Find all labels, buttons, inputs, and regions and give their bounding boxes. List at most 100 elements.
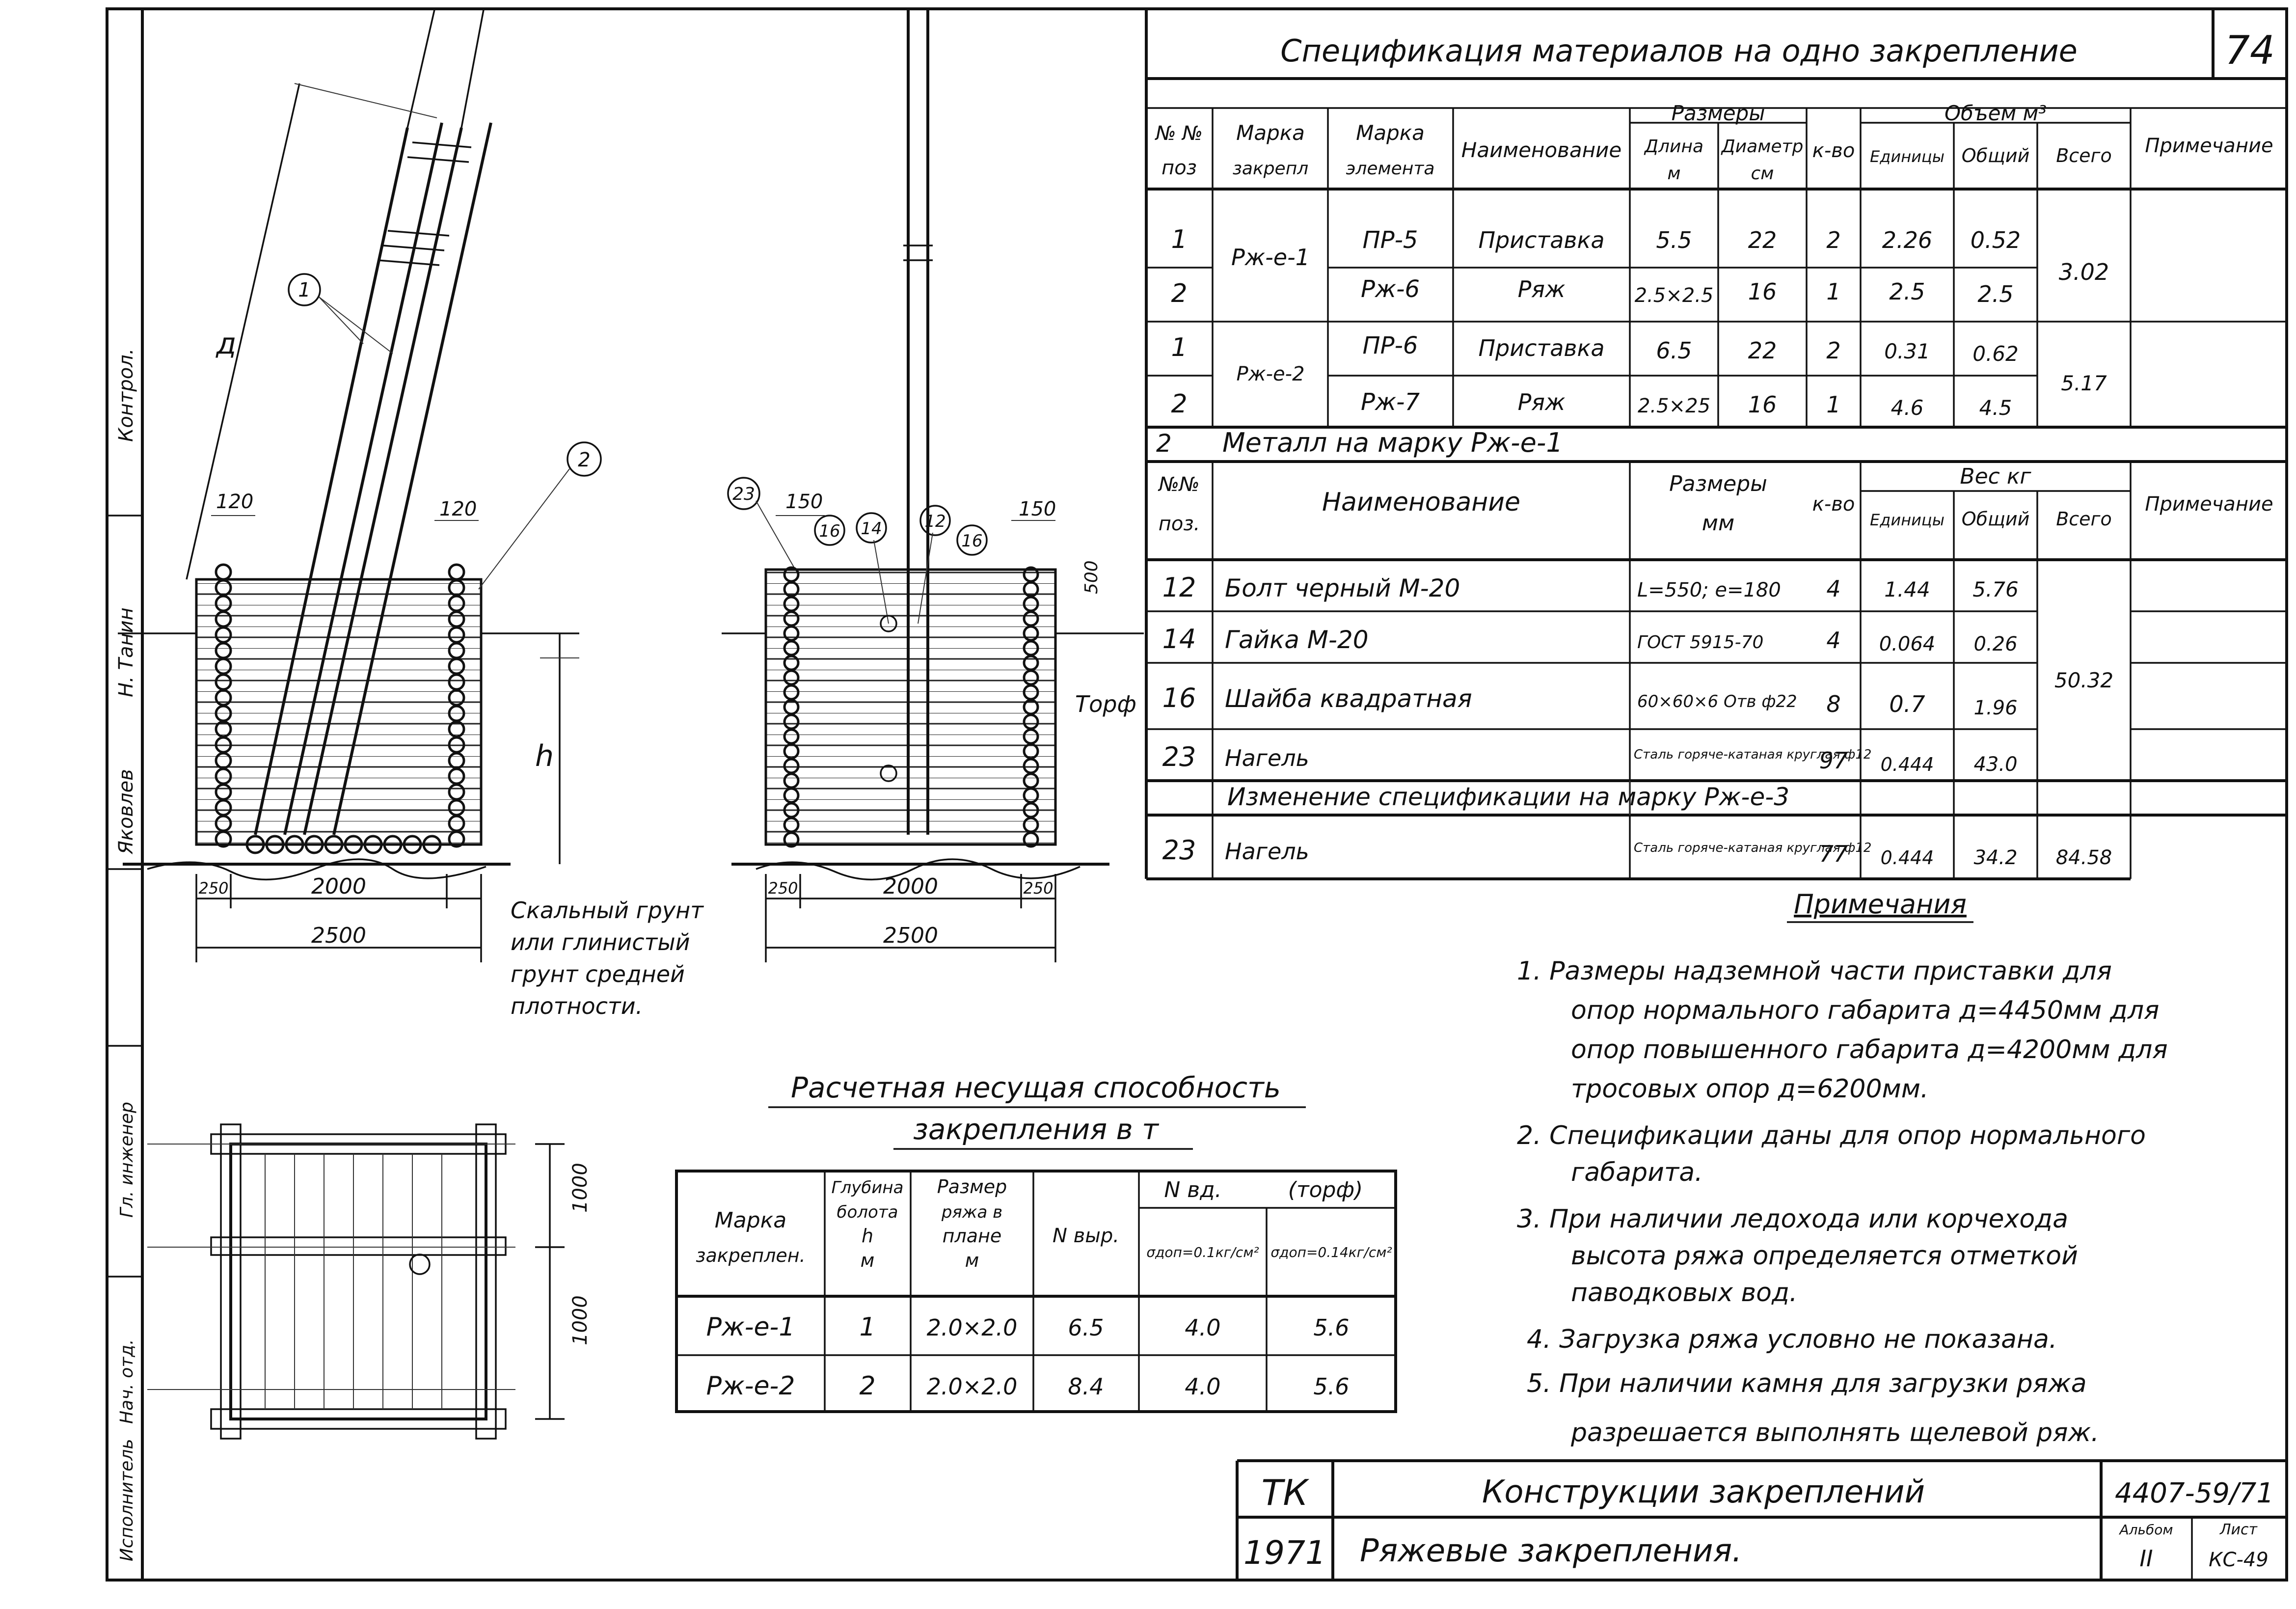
svg-text:Торф: Торф	[1075, 691, 1136, 717]
svg-text:2.0×2.0: 2.0×2.0	[927, 1373, 1018, 1400]
svg-text:12: 12	[924, 512, 945, 531]
svg-text:0.31: 0.31	[1884, 339, 1930, 363]
svg-text:0.064: 0.064	[1879, 633, 1936, 655]
svg-text:4. Загрузка ряжа условно не по: 4. Загрузка ряжа условно не показана.	[1527, 1325, 2057, 1354]
log-section	[448, 830, 465, 848]
log-section	[448, 563, 465, 581]
elevation-left: д h 120 120 2000 2500 250 1 2 Скальный г…	[118, 9, 704, 1019]
svg-text:Единицы: Единицы	[1870, 147, 1945, 166]
svg-text:Примечание: Примечание	[2145, 135, 2273, 157]
svg-text:Ряж: Ряж	[1518, 276, 1566, 302]
svg-text:16: 16	[1748, 278, 1777, 305]
svg-text:50.32: 50.32	[2054, 668, 2113, 692]
table-row: 2 Рж-7 Ряж 2.5×25 16 1 4.6 4.5	[1171, 388, 2012, 420]
svg-text:2: 2	[1826, 337, 1840, 364]
svg-text:16: 16	[1748, 391, 1777, 418]
svg-text:5. При наличии камня для загру: 5. При наличии камня для загрузки ряжа	[1527, 1369, 2087, 1398]
svg-text:12: 12	[1162, 572, 1196, 603]
svg-text:Скальный грунт: Скальный грунт	[511, 897, 704, 924]
title-year: 1971	[1243, 1534, 1326, 1572]
svg-text:2: 2	[578, 449, 590, 471]
svg-text:Приставка: Приставка	[1478, 335, 1604, 361]
svg-text:N вд.: N вд.	[1164, 1177, 1221, 1202]
svg-text:Рж-е-1: Рж-е-1	[706, 1312, 795, 1342]
svg-text:Рж-е-2: Рж-е-2	[1236, 363, 1304, 385]
svg-text:84.58: 84.58	[2056, 846, 2112, 869]
svg-text:1: 1	[1171, 225, 1187, 254]
svg-text:закреплен.: закреплен.	[696, 1245, 805, 1266]
svg-text:150: 150	[1019, 498, 1056, 520]
svg-text:22: 22	[1748, 227, 1777, 253]
table-row: 12 Болт черный М-20 L=550; е=180 4 1.44 …	[1162, 572, 2019, 603]
svg-text:ряжа в: ряжа в	[941, 1202, 1002, 1222]
svg-text:120: 120	[439, 498, 477, 520]
svg-text:L=550; е=180: L=550; е=180	[1637, 579, 1781, 601]
svg-text:Примечание: Примечание	[2145, 493, 2273, 516]
svg-text:II: II	[2139, 1545, 2153, 1572]
svg-text:2.5×2.5: 2.5×2.5	[1635, 284, 1714, 307]
svg-text:5.6: 5.6	[1313, 1373, 1349, 1400]
svg-text:к-во: к-во	[1812, 139, 1855, 162]
svg-text:22: 22	[1748, 337, 1777, 364]
svg-text:Размеры: Размеры	[1672, 101, 1765, 125]
log-section	[783, 831, 800, 848]
svg-text:8.4: 8.4	[1068, 1373, 1104, 1400]
svg-text:Вес кг: Вес кг	[1960, 464, 2031, 489]
svg-text:4.0: 4.0	[1185, 1314, 1220, 1341]
svg-text:№ №: № №	[1155, 122, 1203, 145]
side-stamp: Контрол. Н. Танин Яковлев Гл. инженер На…	[107, 349, 142, 1561]
svg-text:Сталь горяче-катаная круглая ф: Сталь горяче-катаная круглая ф12	[1634, 841, 1871, 855]
svg-text:Общий: Общий	[1962, 145, 2030, 166]
svg-text:ПР-5: ПР-5	[1363, 226, 1418, 254]
svg-text:500: 500	[1081, 560, 1102, 594]
table-row: 16 Шайба квадратная 60×60×6 Отв ф22 8 0.…	[1162, 682, 2018, 719]
table-row: 23 Нагель Сталь горяче-катаная круглая ф…	[1162, 741, 2018, 776]
svg-text:0.52: 0.52	[1971, 227, 2021, 253]
svg-text:2: 2	[1171, 279, 1187, 308]
log-section	[363, 835, 383, 854]
svg-text:или глинистый: или глинистый	[511, 929, 690, 955]
svg-text:60×60×6 Отв ф22: 60×60×6 Отв ф22	[1637, 692, 1797, 711]
notes-title: Примечания	[1794, 889, 1967, 920]
svg-text:4.0: 4.0	[1185, 1373, 1220, 1400]
svg-text:1: 1	[1826, 391, 1840, 418]
log-circles	[215, 563, 1039, 854]
svg-text:Болт черный М-20: Болт черный М-20	[1225, 574, 1460, 602]
svg-text:плотности.: плотности.	[511, 993, 643, 1019]
svg-text:ГОСТ 5915-70: ГОСТ 5915-70	[1637, 632, 1763, 653]
svg-text:Всего: Всего	[2056, 145, 2112, 166]
svg-text:5.17: 5.17	[2061, 371, 2107, 395]
elevation-right: Торф 500 150 150 2000 2500 250 250 23 16…	[722, 10, 1144, 962]
svg-text:2.5: 2.5	[1977, 281, 2013, 307]
svg-text:поз.: поз.	[1159, 513, 1200, 535]
svg-text:Приставка: Приставка	[1478, 227, 1604, 253]
svg-text:6.5: 6.5	[1068, 1314, 1104, 1341]
svg-text:Рж-7: Рж-7	[1361, 388, 1420, 416]
svg-text:h: h	[862, 1225, 873, 1247]
svg-text:тросовых опор д=6200мм.: тросовых опор д=6200мм.	[1571, 1074, 1929, 1104]
svg-text:2: 2	[1826, 227, 1840, 253]
svg-text:Размеры: Размеры	[1669, 471, 1767, 496]
table-row: Рж-е-1 1 2.0×2.0 6.5 4.0 5.6	[706, 1312, 1350, 1342]
table-row: 1 Рж-е-2 ПР-6 Приставка 6.5 22 2 0.31 0.…	[1171, 332, 2107, 395]
plan-view: 1000 1000	[147, 1123, 592, 1440]
notes: Примечания 1. Размеры надземной части пр…	[1517, 889, 2168, 1447]
svg-text:1000: 1000	[569, 1295, 592, 1345]
svg-text:120: 120	[216, 491, 253, 513]
spec-rows: 1 Рж-е-1 ПР-5 Приставка 5.5 22 2 2.26 0.…	[1171, 225, 2109, 420]
svg-text:2.5: 2.5	[1889, 278, 1925, 305]
svg-text:6.5: 6.5	[1656, 337, 1692, 364]
svg-text:Альбом: Альбом	[2118, 1522, 2173, 1538]
svg-text:4: 4	[1826, 575, 1840, 602]
title-block: ТК 1971 Конструкции закреплений Ряжевые …	[1236, 1459, 2287, 1580]
svg-text:м: м	[1667, 164, 1680, 184]
svg-text:опор повышенного габарита д=42: опор повышенного габарита д=4200мм для	[1571, 1035, 2168, 1064]
svg-text:1. Размеры надземной части при: 1. Размеры надземной части приставки для	[1517, 956, 2112, 986]
svg-text:1.44: 1.44	[1884, 577, 1930, 601]
svg-text:3. При наличии ледохода или ко: 3. При наличии ледохода или корчехода	[1517, 1204, 2068, 1234]
svg-text:паводковых вод.: паводковых вод.	[1571, 1278, 1797, 1308]
table-row: 1 Рж-е-1 ПР-5 Приставка 5.5 22 2 2.26 0.…	[1171, 225, 2109, 285]
svg-text:4: 4	[1826, 627, 1840, 654]
svg-text:σдоп=0.1кг/см²: σдоп=0.1кг/см²	[1146, 1244, 1259, 1260]
